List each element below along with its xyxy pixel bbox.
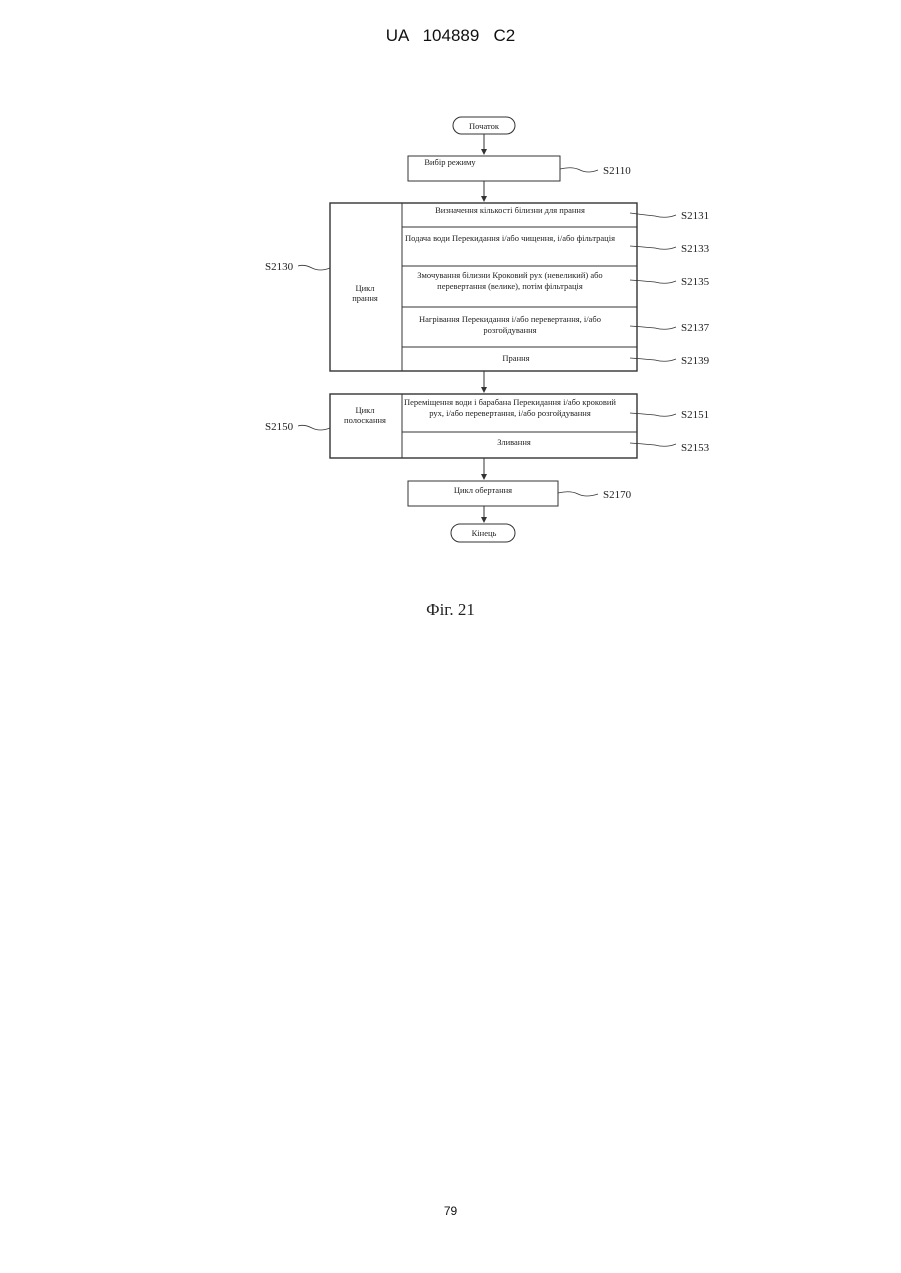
mode-select-label: Вибір режиму bbox=[424, 157, 476, 167]
step-id-s2170: S2170 bbox=[603, 489, 632, 501]
leader-s2130 bbox=[298, 265, 330, 270]
wash-step-2-text: Подача води Перекидання і/або чищення, і… bbox=[405, 233, 615, 243]
wash-step-4-text-line1: Нагрівання Перекидання і/або перевертанн… bbox=[419, 314, 601, 324]
wash-step-3-text-line2: перевертання (велике), потім фільтрація bbox=[437, 281, 583, 291]
wash-step-5-text: Прання bbox=[502, 353, 529, 363]
step-id-s2139: S2139 bbox=[681, 355, 710, 367]
wash-cycle-label-line1: Цикл bbox=[355, 283, 375, 293]
figure-caption: Фіг. 21 bbox=[0, 600, 901, 620]
step-id-s2151: S2151 bbox=[681, 409, 709, 421]
rinse-cycle-label-line1: Цикл bbox=[355, 405, 375, 415]
wash-step-4-text-line2: розгойдування bbox=[483, 325, 536, 335]
step-id-s2137: S2137 bbox=[681, 322, 710, 334]
step-id-s2135: S2135 bbox=[681, 276, 710, 288]
step-id-s2133: S2133 bbox=[681, 243, 710, 255]
page-number: 79 bbox=[0, 1204, 901, 1218]
step-id-s2131: S2131 bbox=[681, 210, 709, 222]
rinse-step-2-text: Зливання bbox=[497, 437, 531, 447]
rinse-cycle-label-line2: полоскання bbox=[344, 415, 386, 425]
leader-s2170 bbox=[558, 492, 598, 496]
wash-cycle-label-line2: прання bbox=[352, 293, 378, 303]
wash-step-1-text: Визначення кількості білизни для прання bbox=[435, 205, 585, 215]
step-id-s2110: S2110 bbox=[603, 165, 631, 177]
step-id-s2153: S2153 bbox=[681, 442, 710, 454]
wash-step-3-text-line1: Змочування білизни Кроковий рух (невелик… bbox=[417, 270, 602, 280]
leader-s2110 bbox=[560, 168, 598, 172]
spin-cycle-label: Цикл обертання bbox=[454, 485, 512, 495]
step-id-s2130: S2130 bbox=[265, 261, 294, 273]
leader-s2150 bbox=[298, 425, 330, 430]
start-terminal-label: Початок bbox=[469, 121, 500, 131]
rinse-step-1-text-line1: Переміщення води і барабана Перекидання … bbox=[404, 397, 616, 407]
rinse-step-1-text-line2: рух, і/або перевертання, і/або розгойдув… bbox=[429, 408, 591, 418]
step-id-s2150: S2150 bbox=[265, 421, 294, 433]
end-terminal-label: Кінець bbox=[472, 528, 497, 538]
